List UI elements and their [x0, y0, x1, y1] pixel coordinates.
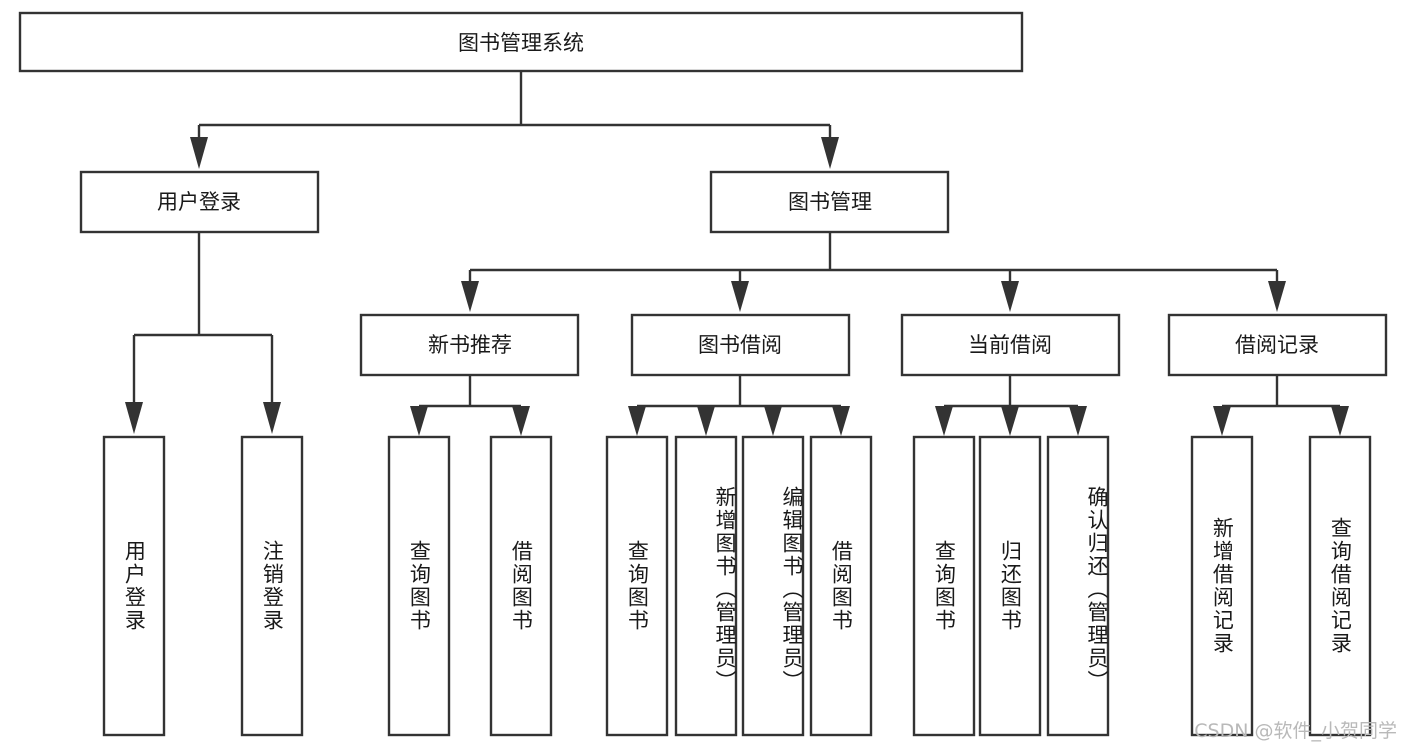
node-new-book-recommend-label: 新书推荐 [428, 333, 512, 357]
arrow-head-br-1 [1213, 406, 1231, 436]
node-root-label: 图书管理系统 [458, 31, 584, 55]
arrow-head-root-1 [190, 137, 208, 169]
arrow-head-bm-3 [1001, 281, 1019, 312]
node-root-box[interactable] [18, 11, 1024, 73]
leaf-box-borrow-book-1[interactable] [489, 435, 553, 737]
arrow-head-bm-4 [1268, 281, 1286, 312]
node-root[interactable]: 图书管理系统 [18, 11, 1024, 73]
connector-current-borrow-to-leaves [935, 375, 1087, 436]
arrow-head-user-login-2 [263, 402, 281, 434]
node-borrow-record-box[interactable] [1167, 313, 1388, 377]
arrow-head-user-login-1 [125, 402, 143, 434]
arrow-head-nbr-1 [410, 406, 428, 436]
node-book-borrow-box[interactable] [630, 313, 851, 377]
arrow-head-root-2 [821, 137, 839, 169]
node-user-login-label: 用户登录 [157, 190, 241, 214]
leaf-box-confirm-return-admin[interactable] [1046, 435, 1110, 737]
arrow-head-bm-1 [461, 281, 479, 312]
leaf-box-user-login[interactable] [102, 435, 166, 737]
arrow-head-nbr-2 [512, 406, 530, 436]
csdn-watermark: CSDN @软件_小贺同学 [1194, 720, 1397, 742]
connector-borrow-record-to-leaves [1213, 375, 1349, 436]
leaf-box-query-book-1[interactable] [387, 435, 451, 737]
arrow-head-bb-3 [764, 406, 782, 436]
leaf-box-query-borrow-record[interactable] [1308, 435, 1372, 737]
leaf-box-query-book-3[interactable] [912, 435, 976, 737]
node-new-book-recommend[interactable]: 新书推荐 [359, 313, 580, 377]
node-book-management-label: 图书管理 [788, 190, 872, 214]
node-current-borrow[interactable]: 当前借阅 [900, 313, 1121, 377]
leaf-box-query-book-2[interactable] [605, 435, 669, 737]
arrow-head-cb-3 [1069, 406, 1087, 436]
arrow-head-bb-2 [697, 406, 715, 436]
node-current-borrow-label: 当前借阅 [968, 333, 1052, 357]
leaf-box-add-borrow-record[interactable] [1190, 435, 1254, 737]
leaf-box-return-book[interactable] [978, 435, 1042, 737]
arrow-head-br-2 [1331, 406, 1349, 436]
node-user-login[interactable]: 用户登录 [79, 170, 320, 234]
leaf-box-edit-book-admin[interactable] [741, 435, 805, 737]
connector-book-borrow-to-leaves [628, 375, 850, 436]
connector-user-login-to-leaves [125, 232, 281, 434]
leaf-box-add-book-admin[interactable] [674, 435, 738, 737]
arrow-head-cb-2 [1001, 406, 1019, 436]
node-book-management[interactable]: 图书管理 [709, 170, 950, 234]
arrow-head-bm-2 [731, 281, 749, 312]
node-borrow-record-label: 借阅记录 [1235, 333, 1319, 357]
connector-book-management-to-level3 [461, 232, 1286, 312]
arrow-head-bb-1 [628, 406, 646, 436]
node-current-borrow-box[interactable] [900, 313, 1121, 377]
leaf-box-logout[interactable] [240, 435, 304, 737]
node-borrow-record[interactable]: 借阅记录 [1167, 313, 1388, 377]
arrow-head-cb-1 [935, 406, 953, 436]
connector-root-to-level2 [190, 71, 839, 169]
node-book-management-box[interactable] [709, 170, 950, 234]
node-book-borrow-label: 图书借阅 [698, 333, 782, 357]
node-book-borrow[interactable]: 图书借阅 [630, 313, 851, 377]
node-new-book-recommend-box[interactable] [359, 313, 580, 377]
arrow-head-bb-4 [832, 406, 850, 436]
connector-new-book-recommend-to-leaves [410, 375, 530, 436]
leaf-box-borrow-book-2[interactable] [809, 435, 873, 737]
